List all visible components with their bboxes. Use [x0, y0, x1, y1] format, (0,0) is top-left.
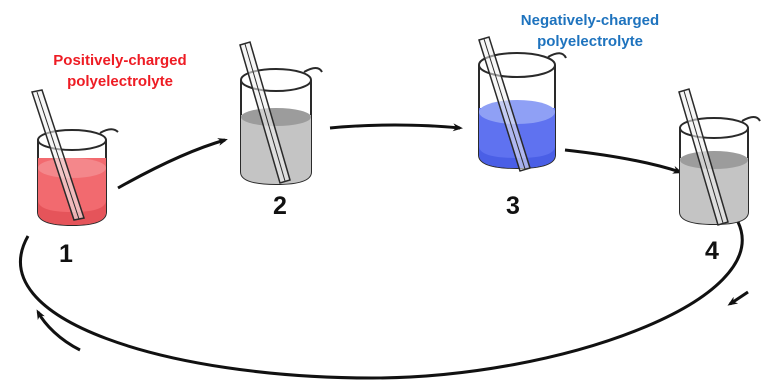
positive-label-line2: polyelectrolyte	[67, 73, 173, 90]
arrow-4-to-1	[19, 221, 744, 380]
beaker-number-3: 3	[506, 192, 520, 220]
beaker-number-4: 4	[705, 237, 719, 265]
beaker-4	[678, 88, 761, 226]
beaker-3	[478, 36, 567, 172]
negative-polyelectrolyte-label: Negatively-charged polyelectrolyte	[500, 10, 680, 52]
arrow-3-to-4	[564, 148, 683, 174]
arrow-2-to-3	[329, 123, 463, 132]
beaker-2	[239, 41, 323, 186]
arrow-1-to-2	[117, 138, 228, 190]
positive-label-line1: Positively-charged	[53, 52, 187, 69]
beaker-number-1: 1	[59, 240, 73, 268]
negative-label-line2: polyelectrolyte	[537, 33, 643, 50]
arrow-4-to-1-head-right	[727, 290, 749, 306]
negative-label-line1: Negatively-charged	[520, 12, 660, 29]
arrow-4-to-1-head-left	[36, 309, 81, 352]
beaker-number-2: 2	[273, 192, 287, 220]
beaker-1	[31, 89, 119, 227]
positive-polyelectrolyte-label: Positively-charged polyelectrolyte	[30, 50, 210, 92]
